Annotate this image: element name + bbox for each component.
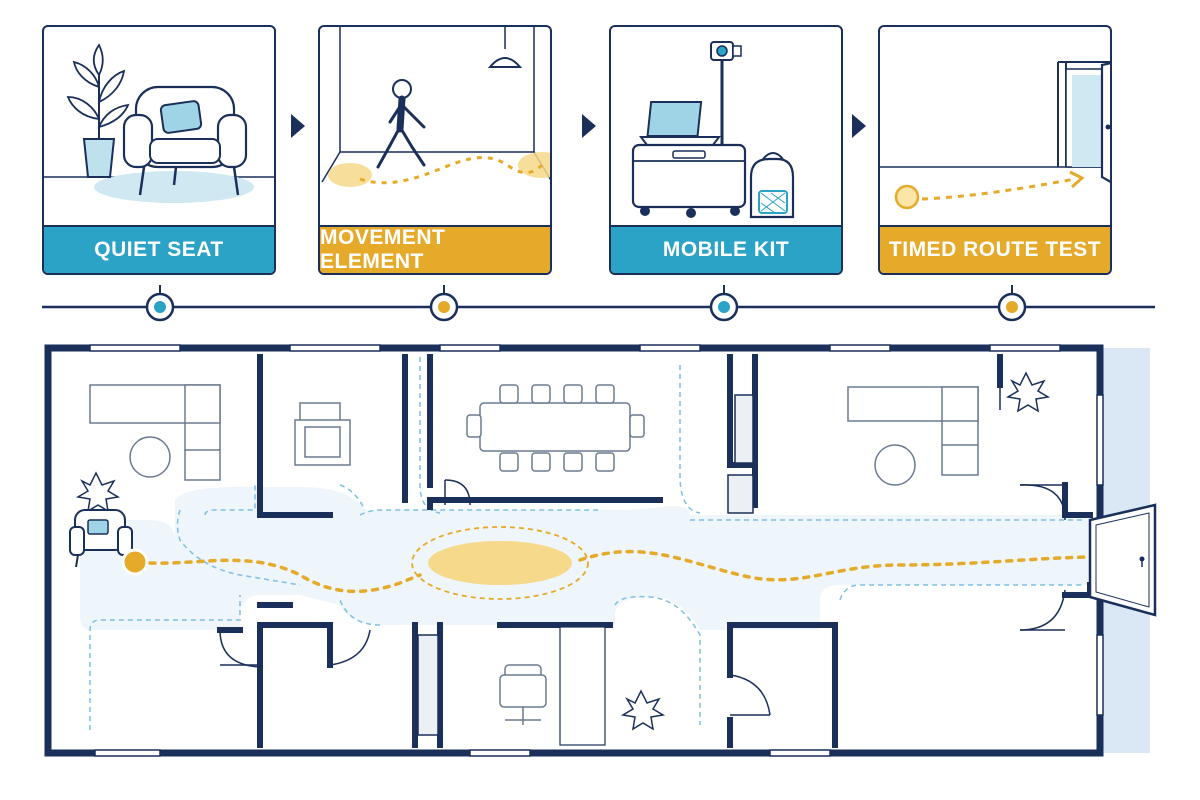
walking-person-icon [321, 27, 550, 187]
circulation-zone [60, 486, 1090, 630]
step-panel-mobile-kit: MOBILE KIT [609, 25, 843, 275]
movement-element-zone [411, 526, 589, 600]
step-panel-quiet-seat: QUIET SEAT [42, 25, 276, 275]
timeline-node [709, 292, 739, 322]
step-label: TIMED ROUTE TEST [880, 225, 1110, 273]
armchair-icon [44, 43, 274, 203]
timeline-node [429, 292, 459, 322]
floor-plan [44, 344, 1157, 757]
quiet-seat-armchair [69, 509, 133, 568]
step-label: MOVEMENT ELEMENT [320, 225, 550, 273]
step-panel-timed-route-test: TIMED ROUTE TEST [878, 25, 1112, 275]
chevron-right-icon [291, 114, 305, 138]
timed-route-path [148, 549, 1102, 594]
step-panel-movement-element: MOVEMENT ELEMENT [318, 25, 552, 275]
plant-icon [75, 371, 1051, 731]
chevron-right-icon [582, 114, 596, 138]
exit-door [1088, 503, 1157, 617]
timeline-node [997, 292, 1027, 322]
open-door-icon [880, 61, 1110, 210]
timeline-node [145, 292, 175, 322]
step-label: QUIET SEAT [44, 225, 274, 273]
chevron-right-icon [852, 114, 866, 138]
equipment-cart-icon [631, 41, 795, 219]
furniture [89, 384, 979, 725]
timeline [42, 285, 1155, 322]
route-start-marker [121, 548, 149, 576]
step-label: MOBILE KIT [611, 225, 841, 273]
